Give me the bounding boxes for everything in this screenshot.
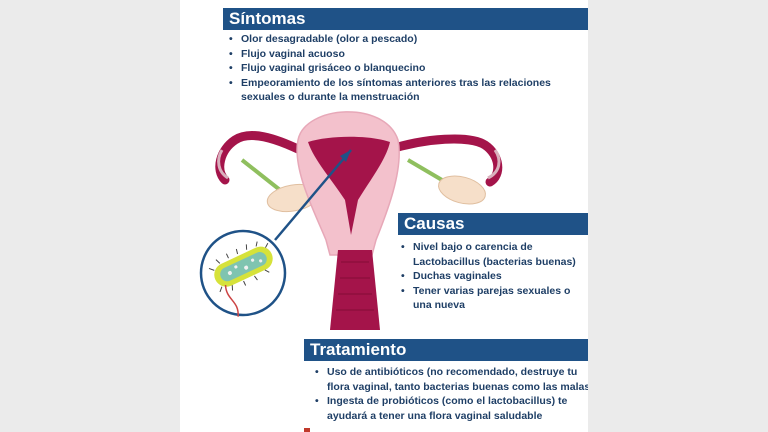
section-header-causas: Causas [398,213,588,235]
section-header-sintomas: Síntomas [223,8,588,30]
tratamiento-list: Uso de antibióticos (no recomendado, des… [314,365,588,423]
list-item: Olor desagradable (olor a pescado) [228,32,551,47]
section-title-sintomas: Síntomas [229,9,306,28]
section-title-causas: Causas [404,214,465,233]
list-item: Uso de antibióticos (no recomendado, des… [314,365,588,394]
pointer-arrowhead [340,150,351,162]
list-item: Flujo vaginal grisáceo o blanquecino [228,61,551,76]
decorative-mark [304,428,310,432]
sintomas-list: Olor desagradable (olor a pescado) Flujo… [228,32,551,105]
bacteria-icon [208,241,273,317]
uterus-illustration [199,111,503,330]
right-fallopian-tube [383,134,503,187]
infographic-canvas: Síntomas Olor desagradable (olor a pesca… [180,0,588,432]
section-title-tratamiento: Tratamiento [310,340,407,359]
list-item: Duchas vaginales [400,269,576,284]
section-header-tratamiento: Tratamiento [304,339,588,361]
list-item: Flujo vaginal acuoso [228,47,551,62]
right-ovary [438,175,486,205]
pointer-line [274,149,352,241]
uterus-cavity [308,136,390,235]
list-item: Ingesta de probióticos (como el lactobac… [314,394,588,423]
list-item: Empeoramiento de los síntomas anteriores… [228,76,551,105]
